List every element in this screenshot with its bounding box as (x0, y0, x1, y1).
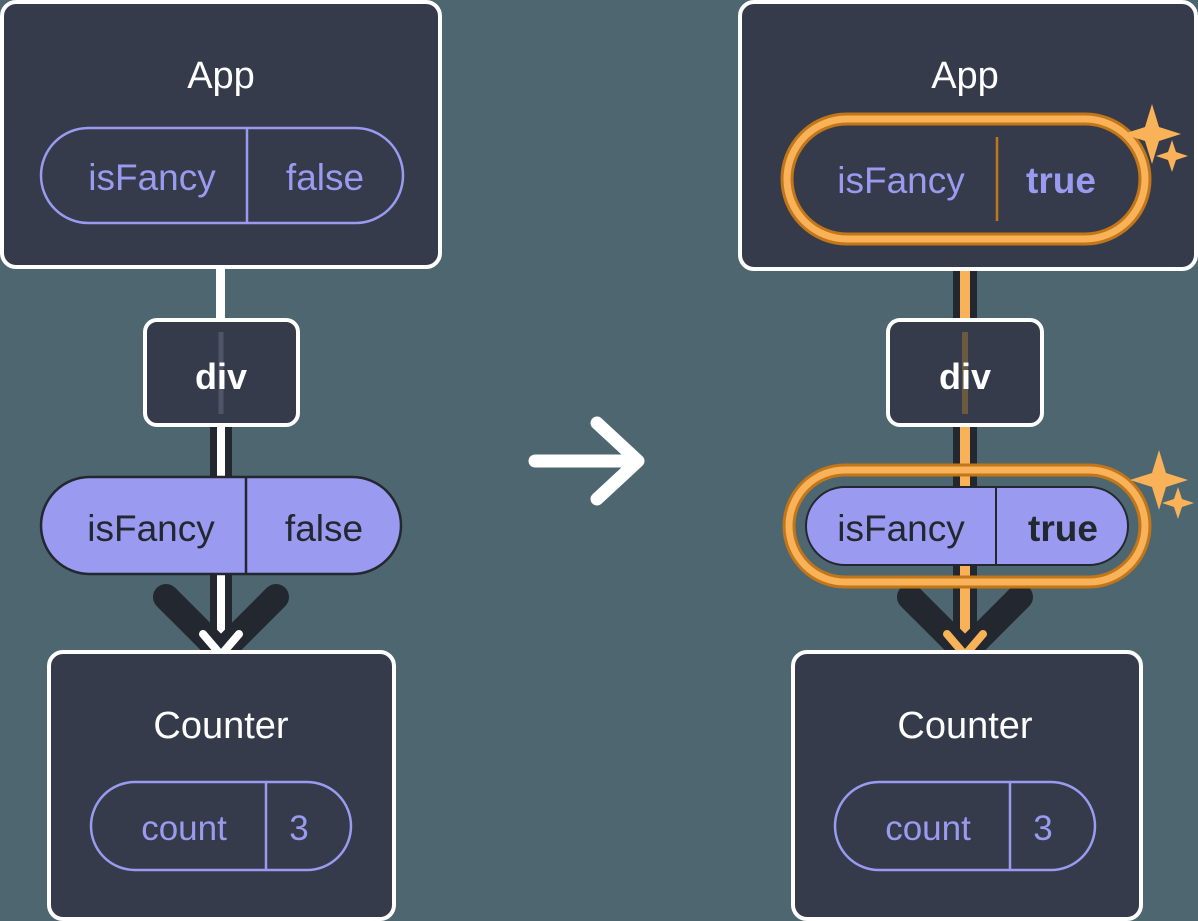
node-title: App (187, 55, 255, 97)
pill-count-counter-after: count 3 (833, 780, 1097, 872)
sparkle-icon-prop-after (1130, 450, 1194, 519)
pill-key: count (141, 809, 227, 848)
node-app-after: App isFancy true (738, 0, 1198, 271)
pill-isfancy-app-before: isFancy false (39, 126, 405, 225)
edge-div-to-prop-after-orange (960, 418, 970, 486)
node-div-before: div (143, 318, 300, 427)
pill-isfancy-prop-after: isFancy true (782, 463, 1152, 589)
node-title: App (931, 55, 999, 97)
pill-value: 3 (289, 809, 308, 848)
pill-isfancy-prop-before: isFancy false (39, 475, 403, 576)
pill-value: true (1026, 160, 1096, 201)
edge-div-to-prop-before-white (217, 418, 225, 486)
node-title: Counter (153, 705, 289, 747)
sparkle-icon-app-after (1123, 104, 1188, 172)
node-counter-before: Counter count 3 (47, 650, 396, 921)
edge-app-to-div-after-orange (960, 215, 970, 330)
pill-key: isFancy (88, 157, 216, 198)
node-app-before: App isFancy false (0, 0, 442, 269)
node-div-after: div (886, 318, 1044, 427)
pill-key: isFancy (87, 508, 215, 549)
pill-key: isFancy (837, 508, 965, 549)
pill-value: false (285, 508, 363, 549)
node-title: div (939, 356, 991, 397)
highlight-ring-inner (783, 115, 1149, 243)
edge-prop-to-counter-after-orange (960, 566, 970, 658)
arrow-right-icon (528, 416, 645, 506)
pill-value: 3 (1033, 809, 1052, 848)
pill-value: true (1028, 508, 1098, 549)
pill-key: isFancy (837, 160, 965, 201)
edge-prop-to-counter-before-white (217, 566, 225, 658)
edge-app-to-div-before (216, 250, 225, 330)
highlight-ring-inner (785, 466, 1149, 586)
pill-isfancy-app-after: isFancy true (780, 112, 1152, 246)
node-counter-after: Counter count 3 (791, 650, 1143, 921)
node-title: Counter (897, 705, 1033, 747)
pill-key: count (885, 809, 971, 848)
pill-value: false (286, 157, 364, 198)
node-title: div (195, 356, 247, 397)
pill-count-counter-before: count 3 (89, 780, 353, 872)
